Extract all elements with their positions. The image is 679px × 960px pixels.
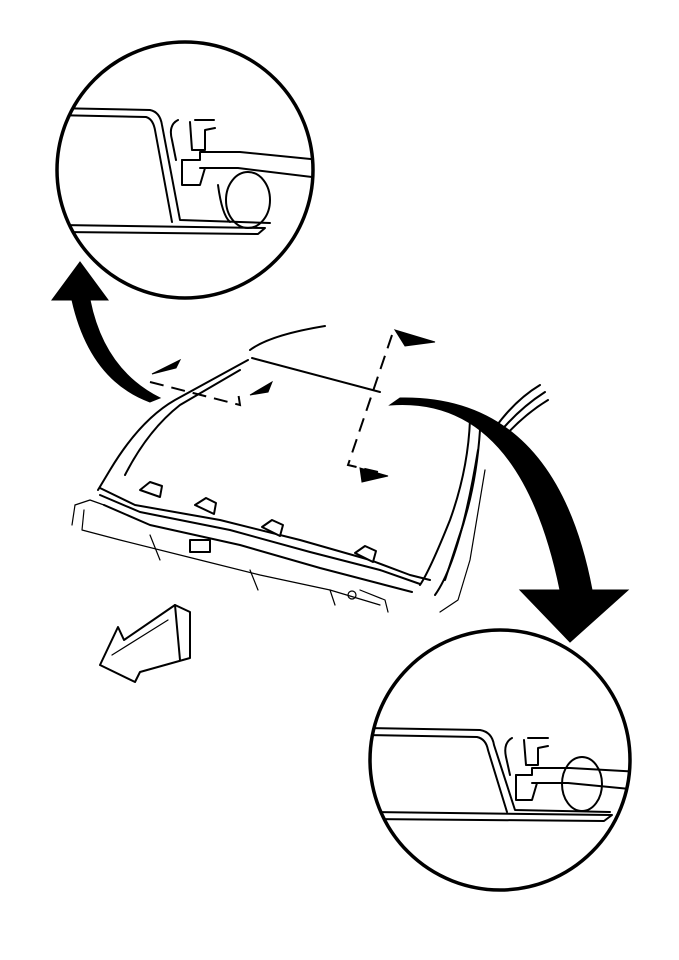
clip-cross-section-upper (57, 107, 313, 235)
vehicle-windshield (71, 325, 549, 613)
detail-circle-lower (368, 628, 632, 892)
section-line-left (149, 381, 242, 407)
upper-left-detail-callout (55, 40, 315, 300)
section-line-right (346, 334, 393, 473)
callout-arrow-upper (51, 261, 162, 403)
callout-arrow-lower (388, 397, 630, 643)
detail-circle-upper (55, 40, 315, 300)
lower-right-detail-callout (368, 628, 632, 892)
clip-cross-section-lower (370, 727, 630, 822)
front-direction-arrow (99, 604, 191, 683)
